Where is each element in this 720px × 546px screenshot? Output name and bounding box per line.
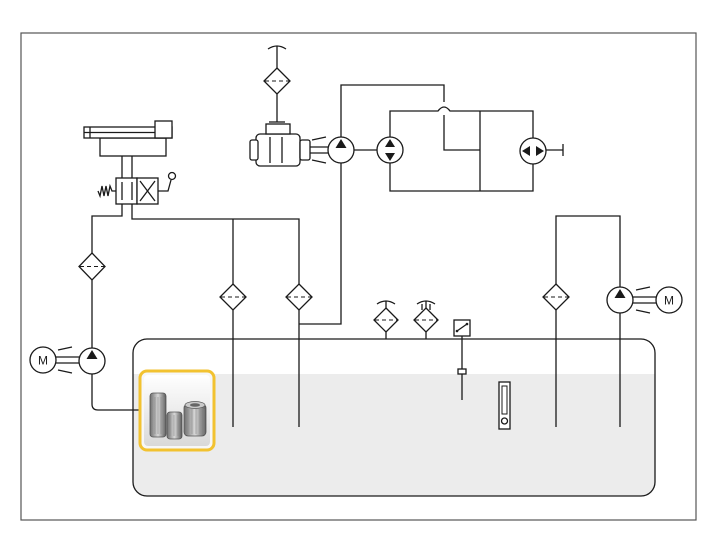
breather-filter-top xyxy=(263,45,291,123)
filter-cartridges-image[interactable] xyxy=(138,369,216,452)
breather-filter-2 xyxy=(413,300,439,339)
right-motor-label: M xyxy=(664,294,674,308)
left-pump xyxy=(78,347,106,375)
level-switch xyxy=(453,319,471,400)
reservoir-tank xyxy=(132,338,656,497)
left-motor: M xyxy=(29,346,79,374)
left-circuit-lines xyxy=(91,156,300,427)
electric-motor-unit xyxy=(249,123,328,167)
right-motor: M xyxy=(655,286,683,314)
level-gauge xyxy=(498,381,511,430)
breather-filter-1 xyxy=(373,300,399,339)
right-pump xyxy=(606,286,656,314)
return-filter-center xyxy=(285,283,313,311)
central-pump xyxy=(327,136,355,164)
directional-valve xyxy=(97,171,177,205)
return-filter-right xyxy=(542,283,570,311)
central-circuit-lines xyxy=(299,84,564,325)
return-filter-left xyxy=(219,283,247,311)
pressure-filter-left xyxy=(78,252,106,281)
reversible-pump xyxy=(376,136,404,164)
left-motor-label: M xyxy=(38,354,48,368)
hydraulic-cylinder xyxy=(83,120,173,157)
hydraulic-motor xyxy=(519,137,547,165)
right-circuit-lines xyxy=(555,215,621,427)
diagram-frame xyxy=(20,32,697,521)
